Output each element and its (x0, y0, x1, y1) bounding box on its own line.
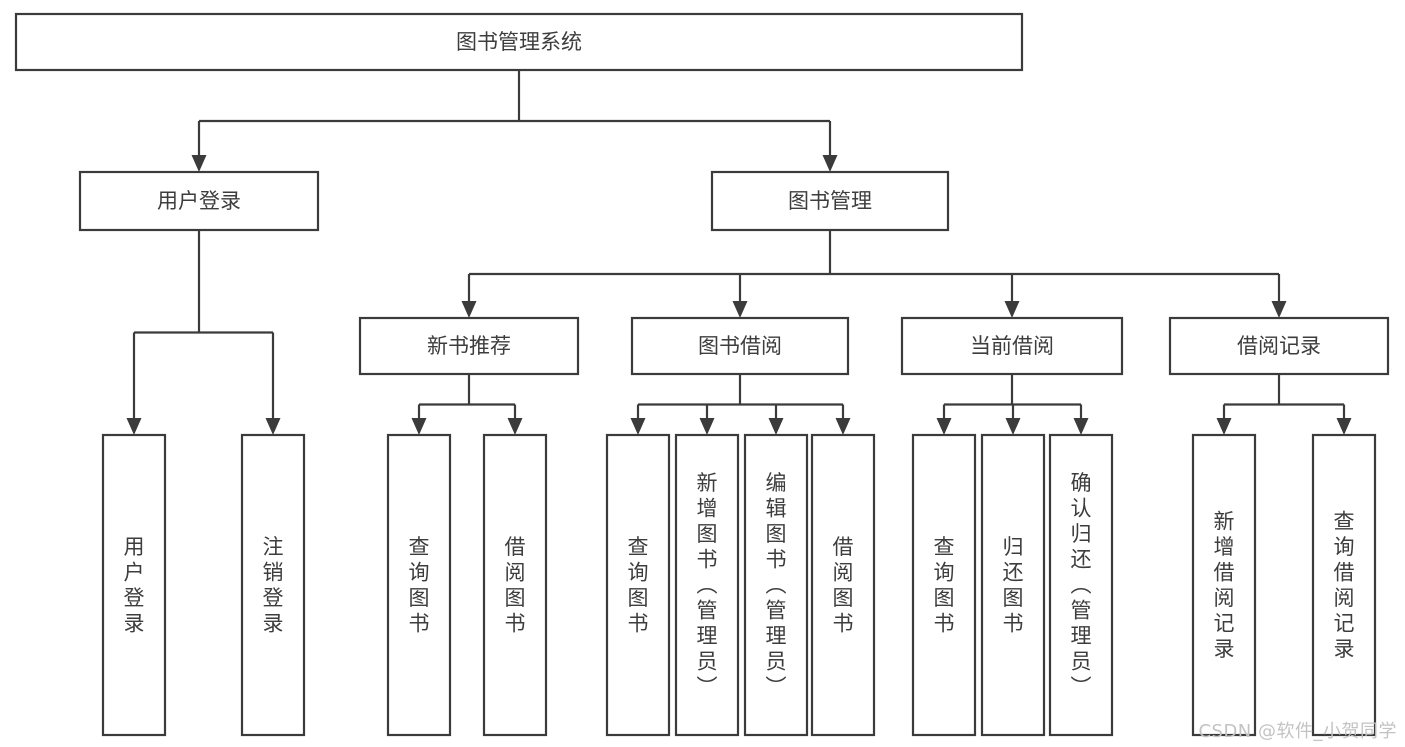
node-label: 查询借阅记录 (1334, 509, 1355, 661)
node-box (1168, 316, 1390, 376)
arrow-head-icon (1073, 418, 1089, 435)
node-l3-new-book-rec[interactable]: 新书推荐 (358, 316, 580, 376)
node-leaf-query-book-1[interactable]: 查询图书 (386, 433, 452, 737)
node-l2-user-login[interactable]: 用户登录 (78, 170, 320, 232)
connector-from-l3-book-borrow (630, 374, 851, 435)
node-label: 图书管理系统 (456, 30, 582, 54)
arrow-head-icon (732, 301, 748, 318)
node-leaf-query-book-2[interactable]: 查询图书 (605, 433, 671, 737)
watermark-label: CSDN @软件_小贺同学 (1198, 721, 1397, 742)
node-box (630, 316, 850, 376)
arrow-head-icon (835, 418, 851, 435)
node-box (980, 433, 1046, 737)
node-label: 查询图书 (409, 535, 430, 636)
arrow-head-icon (822, 155, 838, 172)
node-label: 确认归还︵管理员︶ (1071, 471, 1092, 699)
node-box (911, 433, 977, 737)
node-box (810, 433, 876, 737)
node-box (14, 12, 1024, 72)
connector-from-l3-new-book-rec (411, 374, 523, 435)
node-label: 新增图书︵管理员︶ (697, 471, 718, 699)
node-box (1191, 433, 1257, 737)
arrow-head-icon (126, 418, 142, 435)
arrow-head-icon (265, 418, 281, 435)
arrow-head-icon (699, 418, 715, 435)
node-box (605, 433, 671, 737)
node-leaf-confirm-return-admin[interactable]: 确认归还︵管理员︶ (1048, 433, 1114, 737)
node-box (1311, 433, 1377, 737)
connector-from-root (191, 70, 838, 172)
arrow-head-icon (1005, 418, 1021, 435)
node-box (78, 170, 320, 232)
node-leaf-borrow-book-1[interactable]: 借阅图书 (482, 433, 548, 737)
node-label: 查询图书 (934, 535, 955, 636)
arrow-head-icon (768, 418, 784, 435)
node-leaf-return-book[interactable]: 归还图书 (980, 433, 1046, 737)
node-label: 图书借阅 (698, 334, 782, 358)
arrow-head-icon (411, 418, 427, 435)
node-label: 注销登录 (263, 535, 284, 636)
arrow-head-icon (1271, 301, 1287, 318)
arrow-head-icon (630, 418, 646, 435)
arrow-head-icon (507, 418, 523, 435)
node-box (743, 433, 809, 737)
node-l3-current-borrow[interactable]: 当前借阅 (900, 316, 1124, 376)
node-box (101, 433, 167, 737)
node-l3-book-borrow[interactable]: 图书借阅 (630, 316, 850, 376)
edge-layer (126, 70, 1352, 435)
node-label: 新书推荐 (427, 334, 511, 358)
node-leaf-query-borrow-record[interactable]: 查询借阅记录 (1311, 433, 1377, 737)
node-leaf-borrow-book-2[interactable]: 借阅图书 (810, 433, 876, 737)
node-leaf-edit-book-admin[interactable]: 编辑图书︵管理员︶ (743, 433, 809, 737)
node-box (386, 433, 452, 737)
node-label: 借阅图书 (505, 535, 526, 636)
connector-from-l2-book-mgmt (461, 230, 1287, 318)
node-l2-book-mgmt[interactable]: 图书管理 (710, 170, 950, 232)
connector-from-l3-borrow-record (1216, 374, 1352, 435)
node-label: 借阅图书 (833, 535, 854, 636)
connector-from-l2-user-login (126, 230, 281, 435)
node-leaf-add-borrow-record[interactable]: 新增借阅记录 (1191, 433, 1257, 737)
node-root[interactable]: 图书管理系统 (14, 12, 1024, 72)
node-leaf-add-book-admin[interactable]: 新增图书︵管理员︶ (674, 433, 740, 737)
node-leaf-user-login[interactable]: 用户登录 (101, 433, 167, 737)
node-box (710, 170, 950, 232)
node-box (482, 433, 548, 737)
node-box (674, 433, 740, 737)
arrow-head-icon (1004, 301, 1020, 318)
node-label: 图书管理 (788, 189, 872, 213)
node-label: 用户登录 (124, 535, 145, 636)
arrow-head-icon (1336, 418, 1352, 435)
node-label: 归还图书 (1003, 535, 1024, 636)
node-label: 借阅记录 (1237, 334, 1321, 358)
arrow-head-icon (461, 301, 477, 318)
node-leaf-logout[interactable]: 注销登录 (240, 433, 306, 737)
connector-from-l3-current-borrow (936, 374, 1089, 435)
arrow-head-icon (191, 155, 207, 172)
node-box (900, 316, 1124, 376)
arrow-head-icon (1216, 418, 1232, 435)
node-label: 编辑图书︵管理员︶ (766, 471, 787, 699)
node-box (358, 316, 580, 376)
node-box (240, 433, 306, 737)
node-label: 当前借阅 (970, 334, 1054, 358)
node-layer: 图书管理系统用户登录图书管理新书推荐图书借阅当前借阅借阅记录用户登录注销登录查询… (14, 12, 1390, 737)
arrow-head-icon (936, 418, 952, 435)
node-l3-borrow-record[interactable]: 借阅记录 (1168, 316, 1390, 376)
node-label: 用户登录 (157, 189, 241, 213)
node-label: 新增借阅记录 (1214, 509, 1235, 661)
node-box (1048, 433, 1114, 737)
node-label: 查询图书 (628, 535, 649, 636)
node-leaf-query-book-3[interactable]: 查询图书 (911, 433, 977, 737)
